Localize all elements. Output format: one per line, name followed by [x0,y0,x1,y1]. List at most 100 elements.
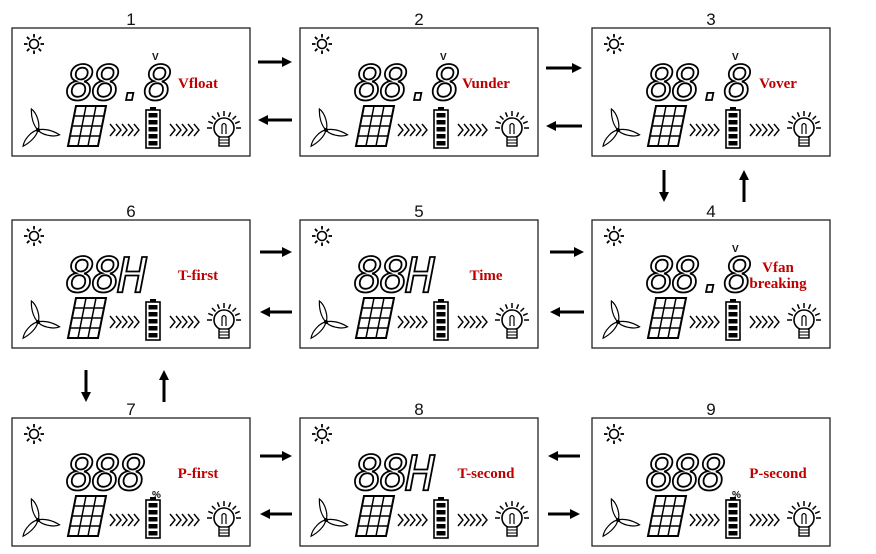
setting-label-line: P-first [178,466,219,482]
chevrons-icon [689,513,720,527]
solar-panel-icon [354,495,396,537]
arrow-icon [260,247,292,257]
arrow-icon [258,115,292,125]
sun-icon [604,424,624,444]
unit-indicator: % [152,490,161,501]
light-bulb-icon [787,303,821,339]
chevrons-icon [169,315,200,329]
panel-number: 3 [706,10,715,29]
seven-segment-digits: 88.8 [646,56,751,112]
panel-number: 6 [126,202,135,221]
battery-icon [433,107,449,149]
wind-turbine-icon [310,497,349,538]
seven-segment-digits: 88.8 [66,56,171,112]
sun-icon [604,34,624,54]
wind-turbine-icon [310,107,349,148]
seven-segment-digits: 88H [354,248,436,304]
solar-panel-icon [66,105,108,147]
battery-icon [145,107,161,149]
wind-turbine-icon [22,299,61,340]
setting-label: Vover [759,76,797,92]
chevrons-icon [457,315,488,329]
chevrons-icon [457,513,488,527]
panel-number: 7 [126,400,135,419]
setting-label-line: Vfloat [178,76,218,92]
seven-segment-digits: 88H [354,446,436,502]
setting-label: Vfloat [178,76,218,92]
arrow-icon [548,509,580,519]
setting-label-line: breaking [749,276,807,292]
unit-indicator: % [732,490,741,501]
solar-panel-icon [354,297,396,339]
setting-label-line: Time [469,268,502,284]
setting-label-line: T-first [178,268,218,284]
panel-number: 9 [706,400,715,419]
chevrons-icon [457,123,488,137]
arrow-icon [659,170,669,202]
solar-panel-icon [646,105,688,147]
lcd-panel-5: 5 88H Time [299,202,539,349]
chevrons-icon [749,315,780,329]
panel-number: 5 [414,202,423,221]
chevrons-icon [749,513,780,527]
wind-turbine-icon [310,299,349,340]
battery-icon [725,497,741,539]
chevrons-icon [109,315,140,329]
wind-turbine-icon [22,107,61,148]
seven-segment-digits: 888 [66,446,145,502]
lcd-panel-9: 9 888% P-second [591,400,831,547]
chevrons-icon [397,513,428,527]
setting-label: P-second [749,466,807,482]
wind-turbine-icon [602,497,641,538]
chevrons-icon [109,513,140,527]
seven-segment-digits: 888 [646,446,725,502]
chevrons-icon [397,315,428,329]
setting-label-line: Vover [759,76,797,92]
light-bulb-icon [207,501,241,537]
battery-icon [725,299,741,341]
setting-label-line: Vunder [462,76,510,92]
solar-panel-icon [354,105,396,147]
sun-icon [24,424,44,444]
sun-icon [312,34,332,54]
arrow-icon [548,451,580,461]
chevrons-icon [689,123,720,137]
battery-icon [145,299,161,341]
seven-segment-digits: 88.8 [354,56,459,112]
arrow-icon [81,370,91,402]
chevrons-icon [749,123,780,137]
wind-turbine-icon [602,107,641,148]
arrow-icon [260,509,292,519]
seven-segment-digits: 88.8 [646,248,751,304]
wind-turbine-icon [602,299,641,340]
sun-icon [604,226,624,246]
unit-indicator: V [440,52,447,63]
arrow-icon [260,307,292,317]
wind-turbine-icon [22,497,61,538]
panel-number: 1 [126,10,135,29]
light-bulb-icon [495,501,529,537]
battery-icon [145,497,161,539]
setting-label-line: T-second [458,466,516,482]
sun-icon [312,424,332,444]
light-bulb-icon [495,111,529,147]
solar-panel-icon [646,495,688,537]
setting-label: T-second [458,466,516,482]
arrow-icon [258,57,292,67]
setting-label: T-first [178,268,218,284]
chevrons-icon [109,123,140,137]
battery-icon [433,299,449,341]
setting-label: Vunder [462,76,510,92]
battery-icon [725,107,741,149]
light-bulb-icon [495,303,529,339]
arrow-icon [546,121,582,131]
light-bulb-icon [787,501,821,537]
chevrons-icon [169,513,200,527]
